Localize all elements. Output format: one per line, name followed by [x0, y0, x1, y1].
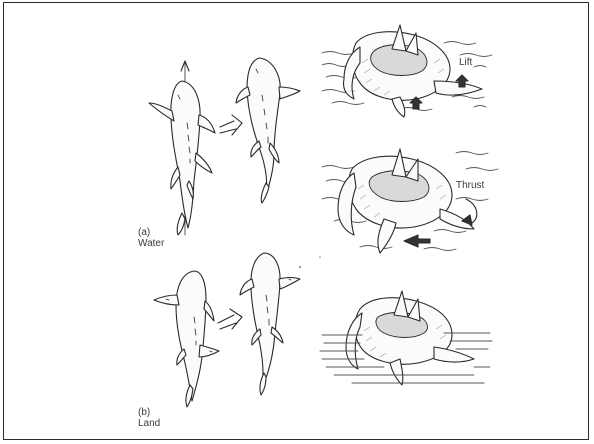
shark-topview-a1 [149, 61, 215, 235]
illustration [4, 3, 590, 441]
shark-rearview-lift [322, 25, 492, 117]
shark-rearview-land [320, 291, 492, 385]
panel-a-medium: Water [138, 238, 164, 249]
shark-topview-a2 [236, 58, 300, 203]
shark-topview-b1 [154, 271, 219, 407]
transition-arrow-a [220, 115, 242, 135]
panel-b-letter: (b) [138, 407, 150, 418]
panel-b-medium: Land [138, 418, 160, 429]
figure-frame: (a) Water (b) Land Lift Thrust [3, 2, 589, 440]
thrust-label: Thrust [456, 180, 484, 191]
shark-topview-b2 [240, 253, 300, 395]
panel-a-letter: (a) [138, 227, 150, 238]
shark-rearview-thrust [322, 149, 498, 253]
lift-label: Lift [459, 57, 472, 68]
transition-arrow-b [218, 309, 242, 329]
